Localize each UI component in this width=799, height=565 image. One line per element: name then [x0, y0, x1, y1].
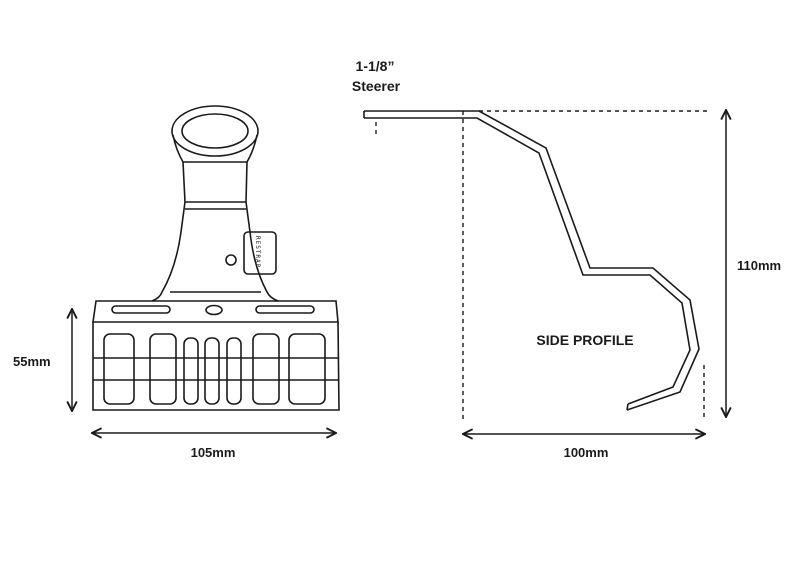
- side-dimensions: [463, 110, 726, 434]
- steerer-label-line1: 1-1/8”: [356, 58, 395, 74]
- steerer-label-line2: Steerer: [352, 78, 401, 94]
- clamp-plate: [92, 300, 340, 411]
- front-view: [92, 105, 340, 411]
- steerer-collar: [171, 105, 259, 163]
- brand-tab: [243, 231, 277, 275]
- width-front-label: 105mm: [191, 445, 236, 460]
- profile-guides: [375, 110, 711, 420]
- depth-side-label: 100mm: [564, 445, 609, 460]
- stem-body: [151, 161, 279, 302]
- profile-bar: [363, 110, 700, 411]
- side-profile-label: SIDE PROFILE: [536, 332, 633, 348]
- height-side-label: 110mm: [737, 258, 781, 273]
- front-dimensions: [72, 309, 336, 433]
- brand-text: RESTRAP: [254, 236, 261, 268]
- height-front-label: 55mm: [13, 354, 51, 369]
- side-profile-view: [363, 110, 700, 411]
- strap-slots: [93, 333, 339, 405]
